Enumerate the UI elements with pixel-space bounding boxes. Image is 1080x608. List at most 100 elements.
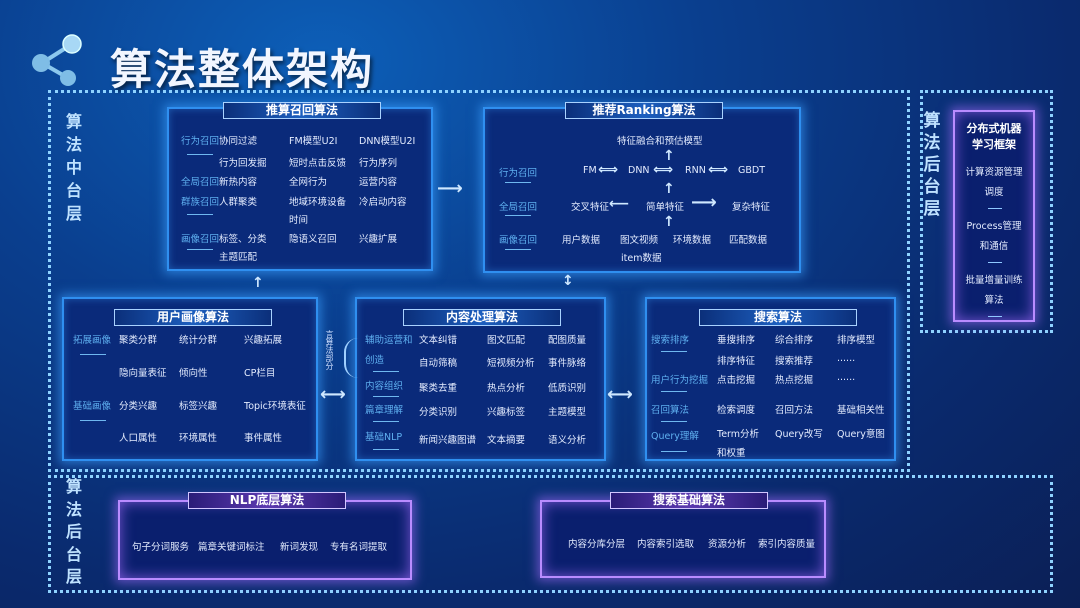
- grid-cell: 隐语义召回: [289, 234, 337, 245]
- grid-cell: 标签兴趣: [179, 401, 218, 412]
- content-title: 内容处理算法: [403, 309, 561, 326]
- arrow-left-icon: ⟵: [609, 196, 630, 212]
- grid-cell: 文本摘要: [487, 435, 526, 446]
- nlp-base-title: NLP底层算法: [188, 492, 346, 509]
- row-label: 基础画像: [73, 401, 112, 412]
- grid-cell: 聚类去重: [419, 383, 458, 394]
- grid-cell: 短视频分析: [487, 358, 535, 369]
- grid-cell: 低质识别: [548, 383, 587, 394]
- row-label: 群族召回: [181, 197, 220, 208]
- model-label: DNN: [628, 165, 650, 176]
- arrow-right-icon: ⟶: [437, 178, 463, 199]
- grid-cell: 兴趣扩展: [359, 234, 398, 245]
- grid-cell: 分类兴趣: [119, 401, 158, 412]
- grid-cell: 主题模型: [548, 407, 587, 418]
- model-label: GBDT: [738, 165, 765, 176]
- grid-cell: 语义分析: [548, 435, 587, 446]
- label-underline: [373, 421, 399, 422]
- grid-cell: 热点挖掘: [775, 375, 814, 386]
- search-base-item: 内容索引选取: [637, 539, 695, 550]
- grid-cell: Query改写: [775, 429, 823, 440]
- row-label: 全局召回: [499, 202, 538, 213]
- search-base-box: 搜索基础算法内容分库分层内容索引选取资源分析索引内容质量: [540, 492, 826, 578]
- label-underline: [80, 420, 106, 421]
- row-label: 内容组织: [365, 381, 404, 392]
- nlp-item: 篇章关键词标注: [198, 542, 265, 553]
- arrow-updown-icon: ↕: [562, 273, 574, 289]
- grid-cell: 聚类分群: [119, 335, 158, 346]
- arrow-up-icon: ↑: [252, 275, 264, 291]
- grid-cell: 短时点击反馈: [289, 158, 347, 169]
- grid-cell: 地域环境设备: [289, 197, 347, 208]
- dist-item: 算法: [984, 295, 1004, 306]
- grid-cell: 事件脉络: [548, 358, 587, 369]
- nlp-item: 句子分词服务: [132, 542, 190, 553]
- middle-layer-label: 算法中台层: [65, 112, 82, 223]
- grid-cell: 点击挖掘: [717, 375, 756, 386]
- grid-cell: 行为序列: [359, 158, 398, 169]
- divider: [988, 262, 1002, 263]
- row-label: 基础NLP: [365, 432, 403, 443]
- nlp-item: 新词发现: [280, 542, 319, 553]
- grid-cell: 行为回发掘: [219, 158, 267, 169]
- grid-cell: 文本纠错: [419, 335, 458, 346]
- label-underline: [661, 451, 687, 452]
- search-title: 搜索算法: [699, 309, 857, 326]
- label-underline: [187, 214, 213, 215]
- search-base-item: 索引内容质量: [758, 539, 816, 550]
- label-underline: [187, 249, 213, 250]
- grid-cell: 搜索推荐: [775, 356, 814, 367]
- grid-cell: 排序特征: [717, 356, 756, 367]
- grid-cell: Term分析: [717, 429, 760, 440]
- dist-title: 分布式机器: [966, 122, 1022, 135]
- label-underline: [80, 354, 106, 355]
- ranking-title: 推荐Ranking算法: [565, 102, 723, 119]
- model-label: FM: [583, 165, 597, 176]
- grid-cell: 分类识别: [419, 407, 458, 418]
- bracket-arc: [344, 338, 358, 378]
- search-base-item: 资源分析: [708, 539, 747, 550]
- profile-title: 用户画像算法: [114, 309, 272, 326]
- grid-cell: 配图质量: [548, 335, 587, 346]
- nlp-item: 专有名词提取: [330, 542, 388, 553]
- grid-cell: Topic环境表征: [244, 401, 306, 412]
- search-base-item: 内容分库分层: [568, 539, 626, 550]
- row-label: 用户行为挖掘: [651, 375, 709, 386]
- arrow-leftright-icon: ⟷: [607, 384, 633, 405]
- grid-cell: ......: [837, 353, 856, 364]
- data-label: 环境数据: [673, 235, 712, 246]
- grid-cell: 环境属性: [179, 433, 218, 444]
- label-underline: [661, 421, 687, 422]
- row-label: 全局召回: [181, 177, 220, 188]
- divider: [988, 316, 1002, 317]
- dist-item: 批量增量训练: [965, 275, 1023, 286]
- share-icon: [32, 34, 82, 86]
- data-label: 匹配数据: [729, 235, 768, 246]
- row-label: 辅助运营和: [365, 335, 413, 346]
- grid-cell: 垂搜排序: [717, 335, 756, 346]
- row-label: Query理解: [651, 431, 699, 442]
- item-data-label: item数据: [621, 253, 662, 264]
- row-label: 行为召回: [181, 136, 220, 147]
- row-label: 创造: [365, 355, 385, 366]
- grid-cell: 检索调度: [717, 405, 756, 416]
- recall-title: 推算召回算法: [223, 102, 381, 119]
- label-underline: [505, 215, 531, 216]
- grid-cell: 新热内容: [219, 177, 258, 188]
- divider: [988, 208, 1002, 209]
- page-title: 算法整体架构: [110, 45, 375, 94]
- bottom-layer-label: 算法后台层: [65, 477, 82, 586]
- label-underline: [373, 449, 399, 450]
- data-label: 图文视频: [620, 235, 659, 246]
- arrow-leftright-icon: ⟷: [320, 384, 346, 405]
- grid-cell: 召回方法: [775, 405, 814, 416]
- grid-cell: 主题匹配: [219, 252, 258, 263]
- dist-item: 调度: [984, 187, 1004, 198]
- right-layer-label: 算法后台层: [923, 111, 941, 219]
